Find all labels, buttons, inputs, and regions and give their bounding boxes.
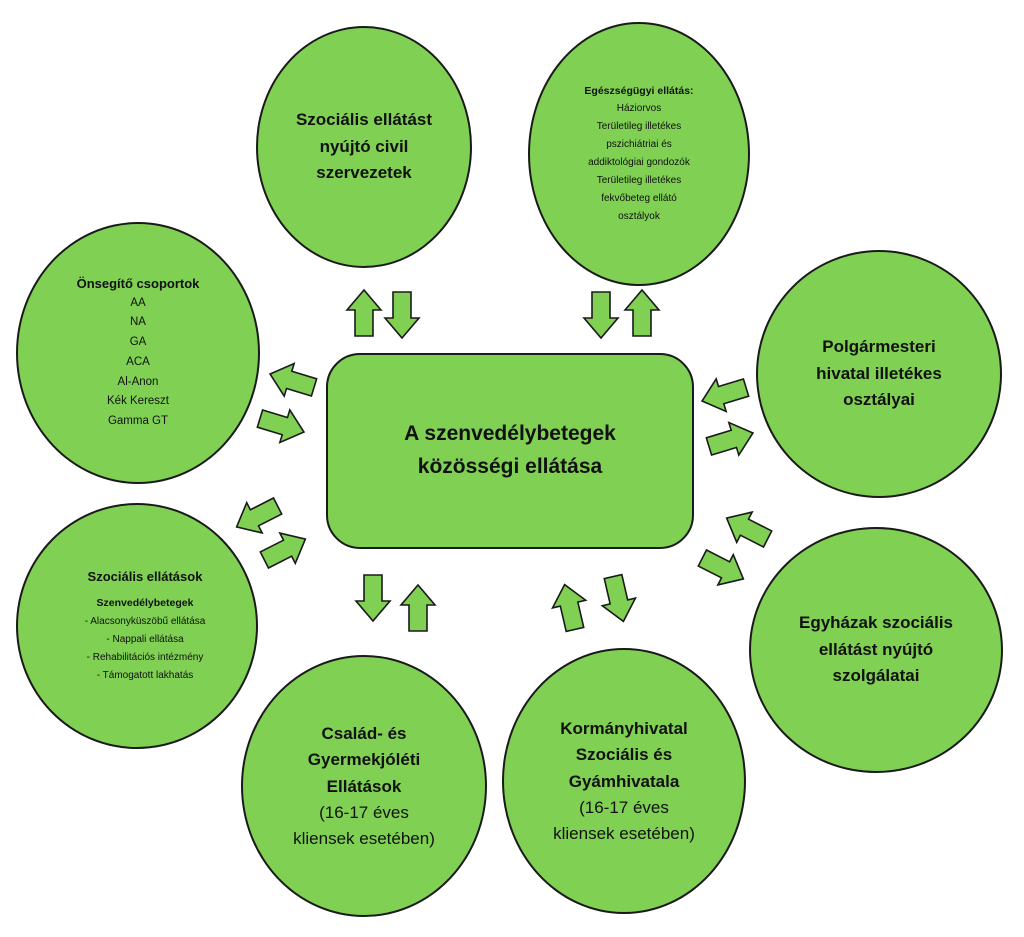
- node-civil-organizations: Szociális ellátást nyújtó civil szerveze…: [256, 26, 472, 268]
- family-title: Család- és Gyermekjóléti Ellátások: [307, 723, 421, 796]
- social-title: Szociális ellátások: [87, 568, 203, 584]
- selfhelp-line: Gamma GT: [107, 415, 169, 428]
- node-mayor-office: Polgármesteri hivatal illetékes osztálya…: [756, 250, 1002, 498]
- civil-title: Szociális ellátást nyújtó civil szerveze…: [295, 110, 433, 183]
- node-self-help-groups: Önsegítő csoportok AA NA GA ACA Al-Anon …: [16, 222, 260, 484]
- arrow-down-from-health: [583, 291, 619, 339]
- node-church-services: Egyházak szociális ellátást nyújtó szolg…: [749, 527, 1003, 773]
- health-line: Területileg illetékes: [596, 121, 682, 133]
- arrow-from-selfhelp: [254, 401, 310, 450]
- arrow-to-church: [693, 542, 752, 595]
- health-line: osztályok: [618, 211, 660, 223]
- arrow-up-to-civil: [346, 289, 382, 337]
- arrow-to-social: [228, 490, 287, 543]
- arrow-down-from-civil: [384, 291, 420, 339]
- social-item: - Támogatott lakhatás: [96, 670, 194, 682]
- family-note: (16-17 éves kliensek esetében): [293, 803, 435, 848]
- arrow-from-mayor: [696, 370, 752, 419]
- node-family-child-welfare: Család- és Gyermekjóléti Ellátások (16-1…: [241, 655, 487, 917]
- health-line: addiktológiai gondozók: [588, 157, 690, 169]
- arrow-up-from-government: [547, 579, 593, 635]
- arrow-down-to-government: [595, 571, 641, 627]
- arrow-down-to-family: [355, 574, 391, 622]
- arrow-to-selfhelp: [264, 356, 320, 405]
- social-item: - Nappali ellátása: [106, 634, 184, 646]
- selfhelp-line: GA: [129, 336, 147, 349]
- health-line: Háziorvos: [616, 103, 662, 115]
- center-box: A szenvedélybetegek közösségi ellátása: [326, 353, 694, 549]
- node-government-office: Kormányhivatal Szociális és Gyámhivatala…: [502, 648, 746, 914]
- selfhelp-line: Al-Anon: [117, 375, 159, 388]
- center-text: A szenvedélybetegek közösségi ellátása: [404, 422, 616, 478]
- government-note: (16-17 éves kliensek esetében): [553, 798, 695, 843]
- social-subtitle: Szenvedélybetegek: [96, 597, 194, 610]
- selfhelp-line: AA: [130, 296, 146, 309]
- church-title: Egyházak szociális ellátást nyújtó szolg…: [798, 613, 954, 686]
- mayor-title: Polgármesteri hivatal illetékes osztálya…: [816, 337, 942, 410]
- arrow-up-from-family: [400, 584, 436, 632]
- node-health-care: Egészségügyi ellátás: Háziorvos Területi…: [528, 22, 750, 286]
- government-title: Kormányhivatal Szociális és Gyámhivatala: [560, 718, 688, 791]
- health-line: fekvőbeteg ellátó: [601, 193, 677, 205]
- selfhelp-title: Önsegítő csoportok: [76, 276, 200, 292]
- social-item: - Rehabilitációs intézmény: [86, 652, 204, 664]
- node-social-services: Szociális ellátások Szenvedélybetegek - …: [16, 503, 258, 749]
- arrow-from-social: [255, 523, 314, 576]
- selfhelp-line: ACA: [126, 355, 150, 368]
- arrow-up-to-health: [624, 289, 660, 337]
- selfhelp-line: Kék Kereszt: [107, 395, 169, 408]
- arrow-from-church: [718, 502, 777, 555]
- social-item: - Alacsonyküszöbű ellátása: [84, 616, 206, 628]
- health-line: pszichiátriai és: [606, 139, 672, 151]
- health-title: Egészségügyi ellátás:: [584, 84, 694, 97]
- selfhelp-line: NA: [130, 316, 146, 329]
- health-line: Területileg illetékes: [596, 175, 682, 187]
- arrow-to-mayor: [703, 415, 759, 464]
